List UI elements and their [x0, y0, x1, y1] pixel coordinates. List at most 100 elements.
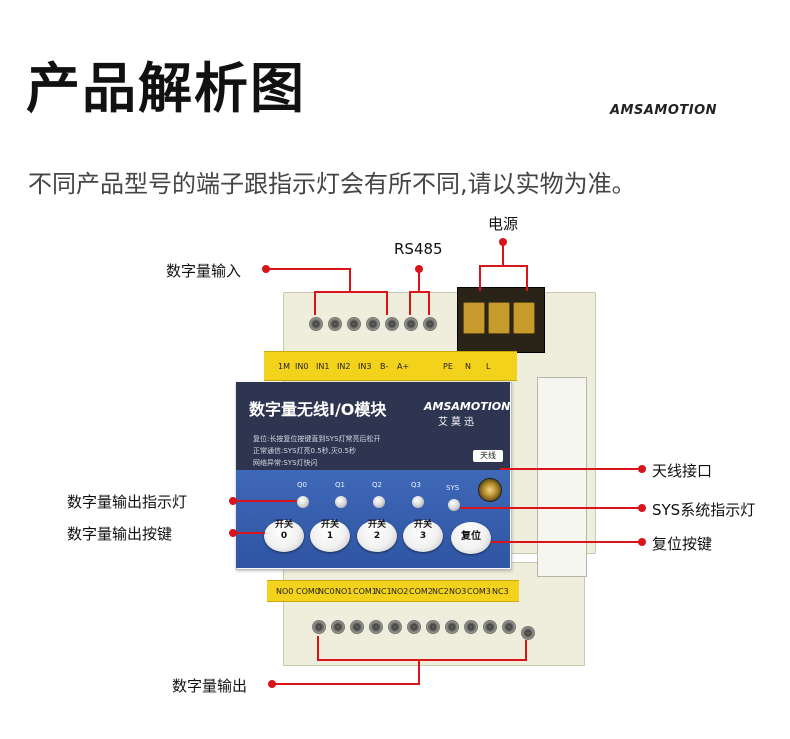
page-subtitle: 不同产品型号的端子跟指示灯会有所不同,请以实物为准。: [28, 170, 636, 198]
terminal-label: COM0: [296, 587, 320, 596]
callout-sys-indicator: SYS系统指示灯: [652, 501, 756, 519]
terminal-screw: [350, 620, 364, 634]
callout-power: 电源: [488, 215, 519, 233]
callout-line: [428, 291, 430, 315]
terminal-screw: [331, 620, 345, 634]
antenna-tag: 天线: [473, 450, 503, 462]
terminal-screw: [426, 620, 440, 634]
callout-line: [502, 244, 504, 266]
callout-rs485: RS485: [394, 240, 443, 258]
terminal-screw: [388, 620, 402, 634]
panel-brand: AMSAMOTION: [424, 400, 511, 413]
brand-logo-text: AMSAMOTION: [610, 103, 718, 118]
callout-line: [386, 291, 388, 315]
terminal-label: COM1: [353, 587, 377, 596]
terminal-label: NC2: [432, 587, 449, 596]
callout-line: [314, 291, 316, 315]
output-led-q0: [297, 496, 309, 508]
terminal-label: N: [465, 362, 471, 371]
antenna-connector: [478, 478, 502, 502]
callout-dot: [268, 680, 276, 688]
terminal-screw: [347, 317, 361, 331]
callout-dot: [638, 465, 646, 473]
terminal-screw: [407, 620, 421, 634]
callout-line: [460, 507, 640, 509]
terminal-screw: [464, 620, 478, 634]
callout-line: [317, 636, 319, 660]
terminal-screw: [423, 317, 437, 331]
callout-line: [525, 640, 527, 660]
output-led-q2: [373, 496, 385, 508]
callout-digital-output: 数字量输出: [172, 677, 248, 695]
callout-line: [314, 291, 388, 293]
output-led-q3: [412, 496, 424, 508]
terminal-label: COM2: [409, 587, 433, 596]
callout-line: [268, 268, 350, 270]
terminal-screw: [312, 620, 326, 634]
panel-note: 复位:长按复位按键直到SYS灯常亮后松开: [253, 435, 381, 443]
callout-dot: [499, 238, 507, 246]
terminal-label: NO1: [335, 587, 353, 596]
led-label: Q2: [372, 481, 382, 489]
callout-line: [418, 659, 420, 683]
terminal-label: L: [486, 362, 491, 371]
terminal-label: PE: [443, 362, 453, 371]
device-housing-bottom: [283, 562, 585, 666]
led-label: SYS: [446, 484, 460, 492]
callout-line: [235, 500, 297, 502]
terminal-label: NC1: [375, 587, 392, 596]
sys-led: [448, 499, 460, 511]
callout-line: [409, 291, 430, 293]
callout-line: [317, 659, 527, 661]
terminal-screw: [521, 626, 535, 640]
module-name: 数字量无线I/O模块: [249, 400, 387, 419]
bottom-terminal-strip: [267, 580, 519, 602]
panel-note: 网络异常:SYS灯快闪: [253, 459, 318, 467]
terminal-label: NO0: [276, 587, 294, 596]
callout-line: [479, 265, 481, 291]
terminal-label: NO3: [449, 587, 467, 596]
callout-line: [409, 291, 411, 315]
terminal-screw: [445, 620, 459, 634]
callout-line: [479, 265, 528, 267]
callout-output-indicator: 数字量输出指示灯: [67, 493, 188, 511]
terminal-label: NC0: [318, 587, 335, 596]
callout-reset-button: 复位按键: [652, 535, 713, 553]
terminal-screw: [309, 317, 323, 331]
terminal-label: IN0: [295, 362, 309, 371]
callout-dot: [229, 529, 237, 537]
side-label-panel: [537, 377, 587, 577]
terminal-screw: [502, 620, 516, 634]
callout-line: [418, 271, 420, 293]
callout-dot: [638, 538, 646, 546]
callout-dot: [415, 265, 423, 273]
terminal-label: 1M: [278, 362, 290, 371]
reset-button[interactable]: 复位: [451, 522, 491, 554]
led-label: Q0: [297, 481, 307, 489]
terminal-label: COM3: [467, 587, 491, 596]
callout-antenna-port: 天线接口: [652, 462, 713, 480]
power-terminal: [513, 302, 535, 334]
terminal-label: NO2: [391, 587, 409, 596]
terminal-label: IN2: [337, 362, 351, 371]
output-led-q1: [335, 496, 347, 508]
terminal-screw: [369, 620, 383, 634]
terminal-screw: [404, 317, 418, 331]
power-terminal: [463, 302, 485, 334]
terminal-screw: [385, 317, 399, 331]
panel-note: 正常通信:SYS灯亮0.5秒,灭0.5秒: [253, 447, 357, 455]
top-terminal-strip: [264, 351, 517, 381]
callout-dot: [262, 265, 270, 273]
callout-line: [526, 265, 528, 291]
terminal-screw: [483, 620, 497, 634]
terminal-label: IN3: [358, 362, 372, 371]
power-terminal: [488, 302, 510, 334]
led-label: Q3: [411, 481, 421, 489]
callout-line: [500, 468, 640, 470]
callout-line: [275, 683, 420, 685]
callout-line: [349, 268, 351, 292]
